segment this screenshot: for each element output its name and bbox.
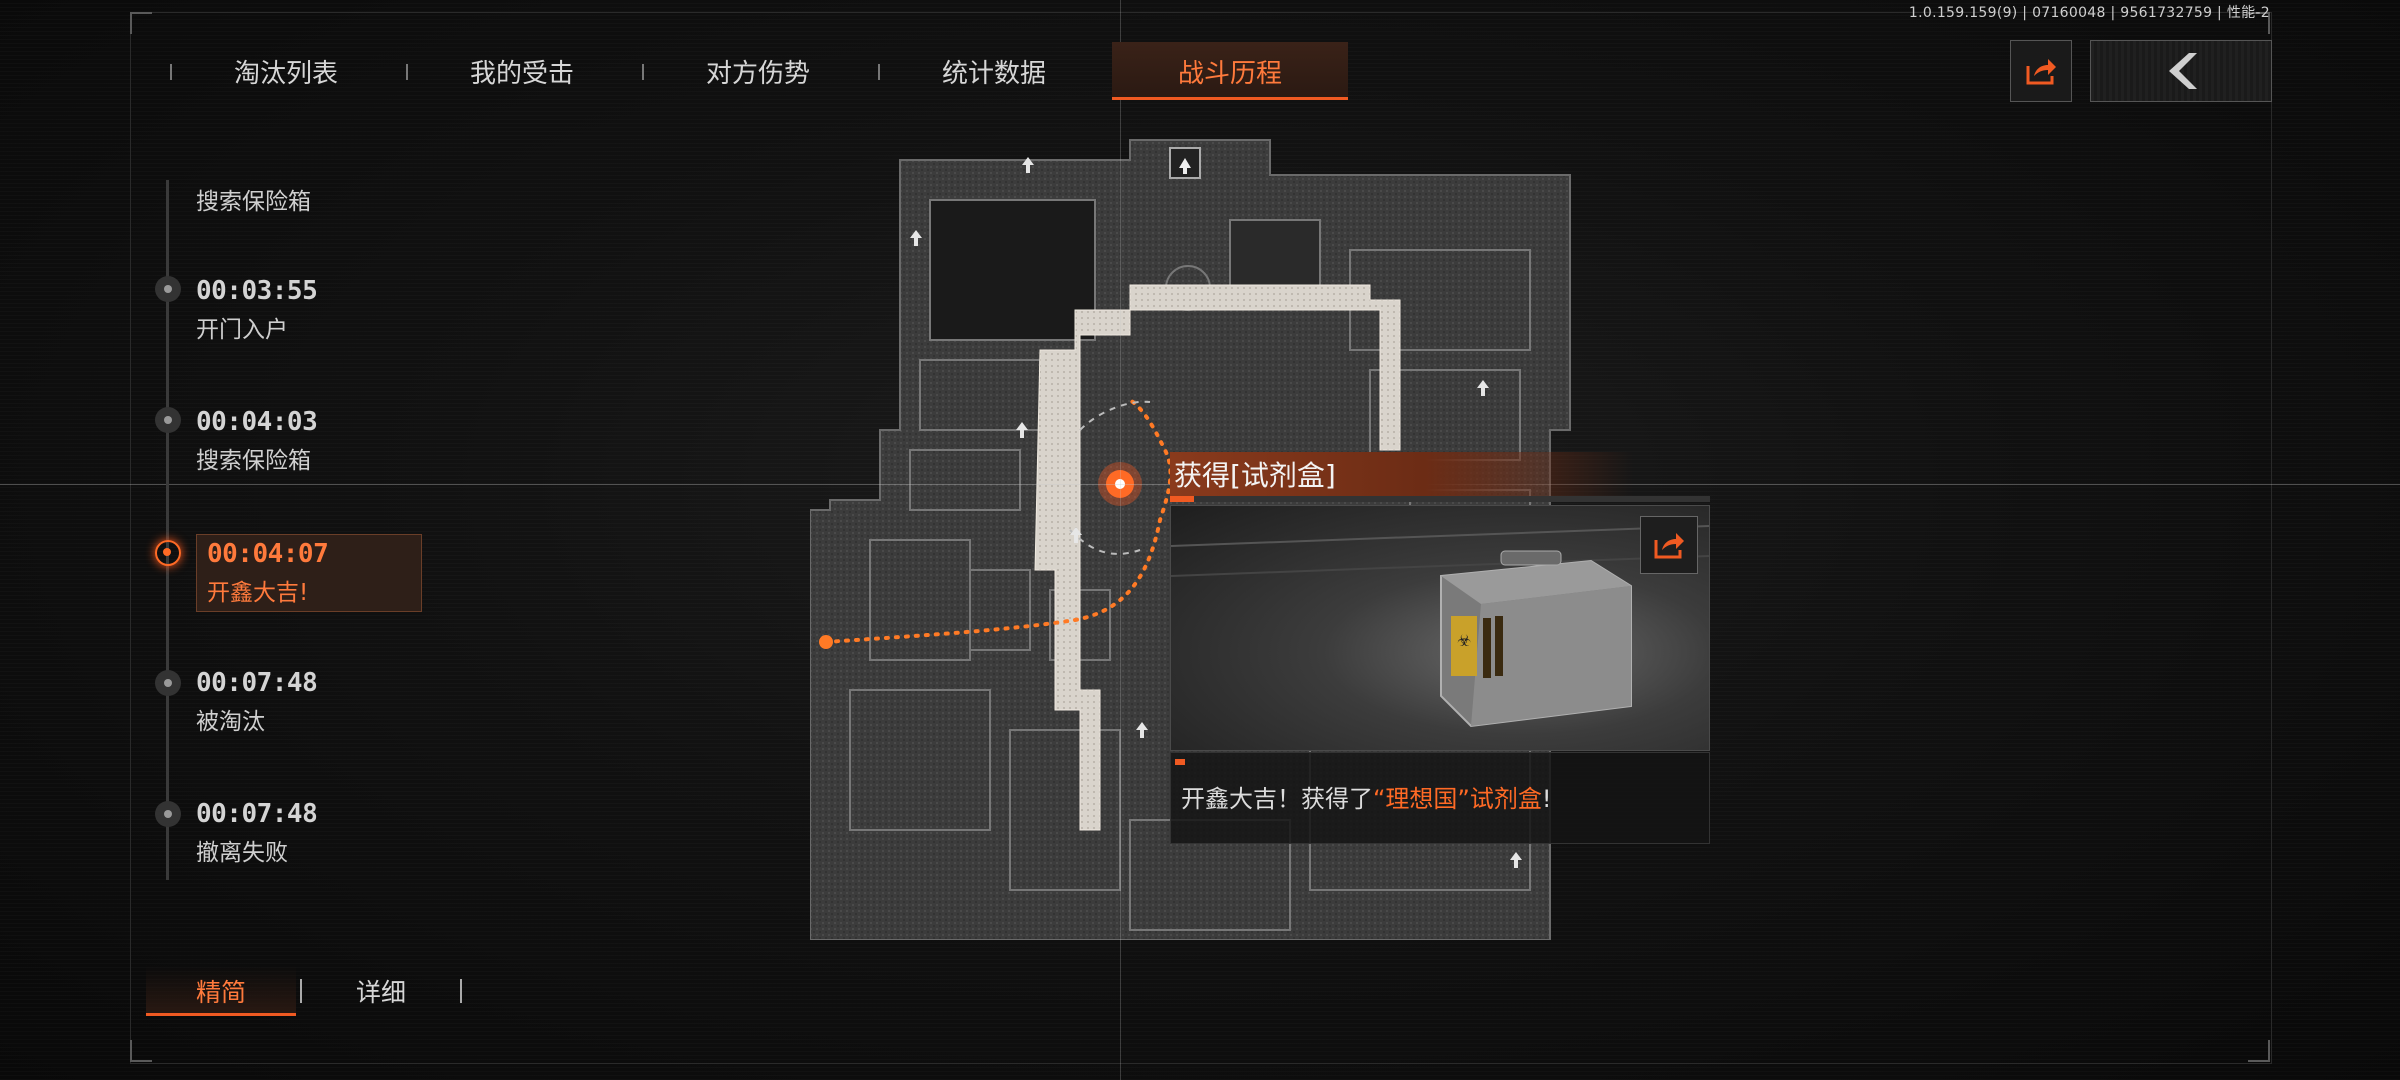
timeline-track	[166, 180, 169, 880]
hud-frame	[130, 12, 2272, 1064]
mode-separator	[460, 979, 462, 1003]
timeline-node[interactable]	[155, 670, 181, 696]
frame-corner	[130, 1040, 152, 1062]
tab-elimination-list[interactable]: 淘汰列表	[168, 42, 404, 100]
desc-item-name: “理想国”试剂盒	[1373, 785, 1542, 813]
desc-prefix: 开鑫大吉！获得了	[1181, 785, 1373, 813]
share-icon	[2026, 59, 2056, 85]
timeline-event[interactable]: 00:07:48 被淘汰	[196, 668, 426, 736]
tab-separator	[642, 64, 644, 80]
tab-label: 我的受击	[469, 58, 574, 89]
tab-separator	[170, 64, 172, 80]
movement-path	[824, 398, 1173, 644]
timeline-event[interactable]: 00:04:03 搜索保险箱	[196, 407, 426, 475]
event-desc: 开鑫大吉!	[207, 580, 309, 606]
event-location-marker[interactable]	[1098, 462, 1142, 506]
mode-separator	[300, 979, 302, 1003]
popup-progress-bar	[1170, 496, 1710, 502]
timeline-node-active[interactable]	[155, 540, 181, 566]
timeline-event-selected[interactable]: 00:04:07 开鑫大吉!	[196, 534, 422, 612]
event-time: 00:07:48	[196, 668, 318, 698]
event-desc: 搜索保险箱	[196, 448, 311, 474]
item-image: ☣	[1170, 505, 1710, 751]
desc-marker	[1175, 759, 1185, 765]
route-arrows	[1069, 400, 1151, 555]
popup-description: 开鑫大吉！获得了“理想国”试剂盒!	[1170, 752, 1710, 844]
event-time: 00:07:48	[196, 799, 318, 829]
event-desc: 撤离失败	[196, 840, 288, 866]
event-time: 00:03:55	[196, 276, 318, 306]
desc-suffix: !	[1541, 785, 1552, 813]
timeline-event[interactable]: 搜索保险箱	[196, 178, 426, 216]
tab-label: 对方伤势	[705, 58, 810, 89]
share-button[interactable]	[2010, 40, 2072, 102]
timeline-node[interactable]	[155, 276, 181, 302]
back-button[interactable]	[2090, 40, 2272, 102]
crosshair-vertical	[1120, 0, 1121, 1080]
timeline-node[interactable]	[155, 801, 181, 827]
version-info: 1.0.159.159(9) | 07160048 | 9561732759 |…	[1908, 5, 2270, 21]
tab-label: 统计数据	[941, 58, 1046, 89]
popup-title: 获得[试剂盒]	[1170, 452, 1634, 496]
frame-corner	[130, 12, 152, 34]
frame-corner	[2248, 1040, 2270, 1062]
timeline-event[interactable]: 00:03:55 开门入户	[196, 276, 426, 344]
event-desc: 搜索保险箱	[196, 189, 311, 215]
tab-battle-history[interactable]: 战斗历程	[1112, 42, 1348, 100]
frame-corner	[2248, 12, 2270, 34]
tab-label: 淘汰列表	[233, 58, 338, 89]
start-marker[interactable]	[819, 635, 833, 649]
description-text: 开鑫大吉！获得了“理想国”试剂盒!	[1181, 779, 1552, 814]
map-corridor	[1034, 284, 1401, 831]
tab-separator	[406, 64, 408, 80]
detail-mode-button[interactable]: 详细	[355, 978, 406, 1007]
share-icon	[1654, 533, 1684, 559]
event-time: 00:04:03	[196, 407, 318, 437]
chevron-left-icon	[2169, 53, 2197, 89]
timeline-event[interactable]: 00:07:48 撤离失败	[196, 799, 426, 867]
tab-my-hits[interactable]: 我的受击	[404, 42, 640, 100]
tab-label: 战斗历程	[1177, 58, 1282, 89]
tab-separator	[878, 64, 880, 80]
event-desc: 被淘汰	[196, 709, 265, 735]
brief-mode-button[interactable]: 精简	[146, 966, 296, 1016]
event-time: 00:04:07	[207, 539, 329, 569]
popup-share-button[interactable]	[1640, 516, 1698, 574]
event-desc: 开门入户	[196, 317, 288, 343]
timeline-node[interactable]	[155, 407, 181, 433]
tab-statistics[interactable]: 统计数据	[876, 42, 1112, 100]
svg-text:☣: ☣	[1457, 631, 1471, 650]
top-tab-bar: 淘汰列表 我的受击 对方伤势 统计数据 战斗历程	[168, 42, 1348, 100]
view-mode-toggle: 精简 详细	[146, 966, 466, 1016]
reagent-case-image: ☣	[1171, 525, 1709, 728]
tab-enemy-injuries[interactable]: 对方伤势	[640, 42, 876, 100]
door-icon	[910, 157, 1522, 868]
